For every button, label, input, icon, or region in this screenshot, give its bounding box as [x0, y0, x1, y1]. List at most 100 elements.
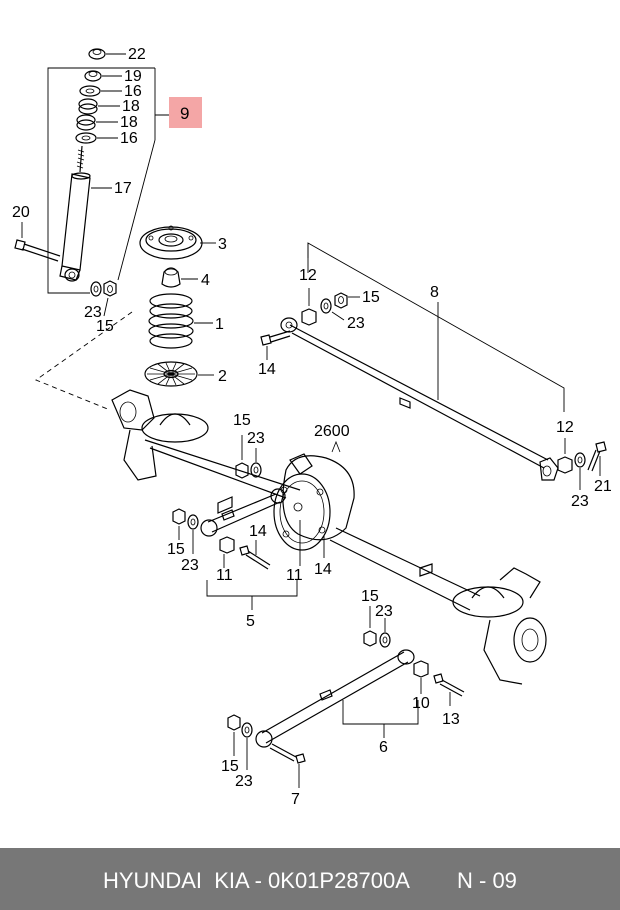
nut-15-arm5: [172, 508, 186, 540]
bushing-12-front: [301, 288, 317, 326]
label-10: 10: [412, 695, 430, 712]
part-reference: HYUNDAI KIA - 0K01P28700A: [103, 868, 410, 893]
label-19: 19: [124, 68, 142, 85]
label-9: 9: [180, 104, 189, 123]
label-15-arm5: 15: [167, 541, 185, 558]
label-4: 4: [201, 272, 210, 289]
label-21: 21: [594, 478, 612, 495]
nut-22: [88, 48, 126, 60]
label-15-housing: 15: [233, 412, 251, 429]
callout-labels: 22 19 16 18 18 16 9 17 20 3 4 1 2 23 15 …: [12, 46, 612, 808]
bushing-12-rear: [557, 438, 573, 474]
label-7: 7: [291, 791, 300, 808]
lower-trailing-arm-5: [200, 488, 286, 537]
left-knuckle: [123, 429, 157, 481]
group-bracket: [47, 67, 155, 294]
bolt-14-arm5: [239, 540, 271, 570]
washer-23-arm5: [187, 514, 199, 554]
lower-arm-6-group: [227, 606, 465, 788]
washer-16-lower: [75, 132, 118, 144]
label-16-upper: 16: [124, 83, 142, 100]
label-17: 17: [114, 180, 132, 197]
differential-housing: [282, 455, 355, 541]
upper-trailing-arm-8: [280, 317, 559, 481]
right-bracket: [499, 567, 541, 599]
washer-23-arm8: [320, 298, 345, 321]
nut-15-housing: [235, 435, 249, 479]
nut-15-arm6-upper: [363, 606, 377, 647]
label-16-lower: 16: [120, 130, 138, 147]
rear-axle-housing: [111, 389, 547, 685]
bushing-11-left: [219, 536, 235, 568]
bolt-7: [269, 743, 306, 788]
housing-fasteners: [235, 435, 262, 479]
shock-absorber-17: [59, 145, 112, 282]
page-number: N - 09: [457, 868, 517, 893]
label-15-arm6-upper: 15: [361, 588, 379, 605]
label-1: 1: [215, 316, 224, 333]
label-15-arm6-lower: 15: [221, 758, 239, 775]
bolt-13: [433, 673, 465, 706]
label-12-rear: 12: [556, 419, 574, 436]
washer-23-housing: [250, 448, 262, 478]
bump-stop-4: [161, 267, 198, 288]
label-22: 22: [128, 46, 146, 63]
label-14-arm8: 14: [258, 361, 276, 378]
left-axle-spring-seat: [141, 413, 209, 443]
label-2600: 2600: [314, 423, 350, 440]
label-14-arm5: 14: [249, 523, 267, 540]
bushing-18-lower: [76, 114, 118, 131]
right-knuckle: [483, 619, 523, 685]
bushing-10: [413, 660, 429, 694]
nut-15-shock: [103, 280, 117, 317]
left-hub: [111, 389, 155, 431]
upper-arm-group: [260, 242, 607, 490]
label-15-shock: 15: [96, 318, 114, 335]
label-23-housing: 23: [247, 430, 265, 447]
ref-2600-marker: [331, 440, 341, 453]
label-14-right: 14: [314, 561, 332, 578]
label-18-upper: 18: [122, 98, 140, 115]
bushing-18-upper: [78, 98, 120, 115]
label-18-lower: 18: [120, 114, 138, 131]
spring-group: [35, 225, 216, 411]
label-23-arm6-upper: 23: [375, 603, 393, 620]
label-20: 20: [12, 204, 30, 221]
label-23-arm8: 23: [347, 315, 365, 332]
lower-arm-5-group: [172, 488, 325, 610]
differential-cover: [273, 473, 331, 551]
bracket-diag: [117, 139, 156, 281]
arm-6-bracket: [342, 700, 419, 725]
footer-bar: HYUNDAI KIA - 0K01P28700A N - 09: [0, 848, 620, 910]
washer-16-upper: [79, 85, 122, 97]
nut-15-arm8: [334, 292, 360, 309]
label-2: 2: [218, 368, 227, 385]
label-11-left: 11: [216, 567, 233, 584]
nut-19: [84, 70, 122, 82]
washer-23-arm6-lower: [241, 722, 253, 770]
label-13: 13: [442, 711, 460, 728]
label-5: 5: [246, 613, 255, 630]
exploded-view-diagram: 22 19 16 18 18 16 9 17 20 3 4 1 2 23 15 …: [12, 46, 612, 808]
nut-15-arm6-lower: [227, 714, 241, 756]
spring-seat-lower-2: [144, 361, 214, 387]
right-hub: [513, 617, 547, 663]
coil-spring-1: [148, 293, 213, 349]
label-12-front: 12: [299, 267, 317, 284]
lower-trailing-arm-6: [255, 649, 415, 748]
label-23-shock: 23: [84, 304, 102, 321]
label-23-arm6-lower: 23: [235, 773, 253, 790]
label-23-arm5: 23: [181, 557, 199, 574]
dashed-guide-shock: [35, 311, 133, 411]
label-23-rear: 23: [571, 493, 589, 510]
label-8: 8: [430, 284, 439, 301]
spring-seat-upper-3: [139, 225, 216, 260]
label-11-right: 11: [286, 567, 303, 584]
label-15-arm8: 15: [362, 289, 380, 306]
callout-9-highlight: [169, 97, 202, 128]
shock-absorber-group: [14, 48, 202, 317]
label-6: 6: [379, 739, 388, 756]
bolt-21: [587, 441, 607, 476]
bolt-14-arm8: [260, 330, 291, 360]
